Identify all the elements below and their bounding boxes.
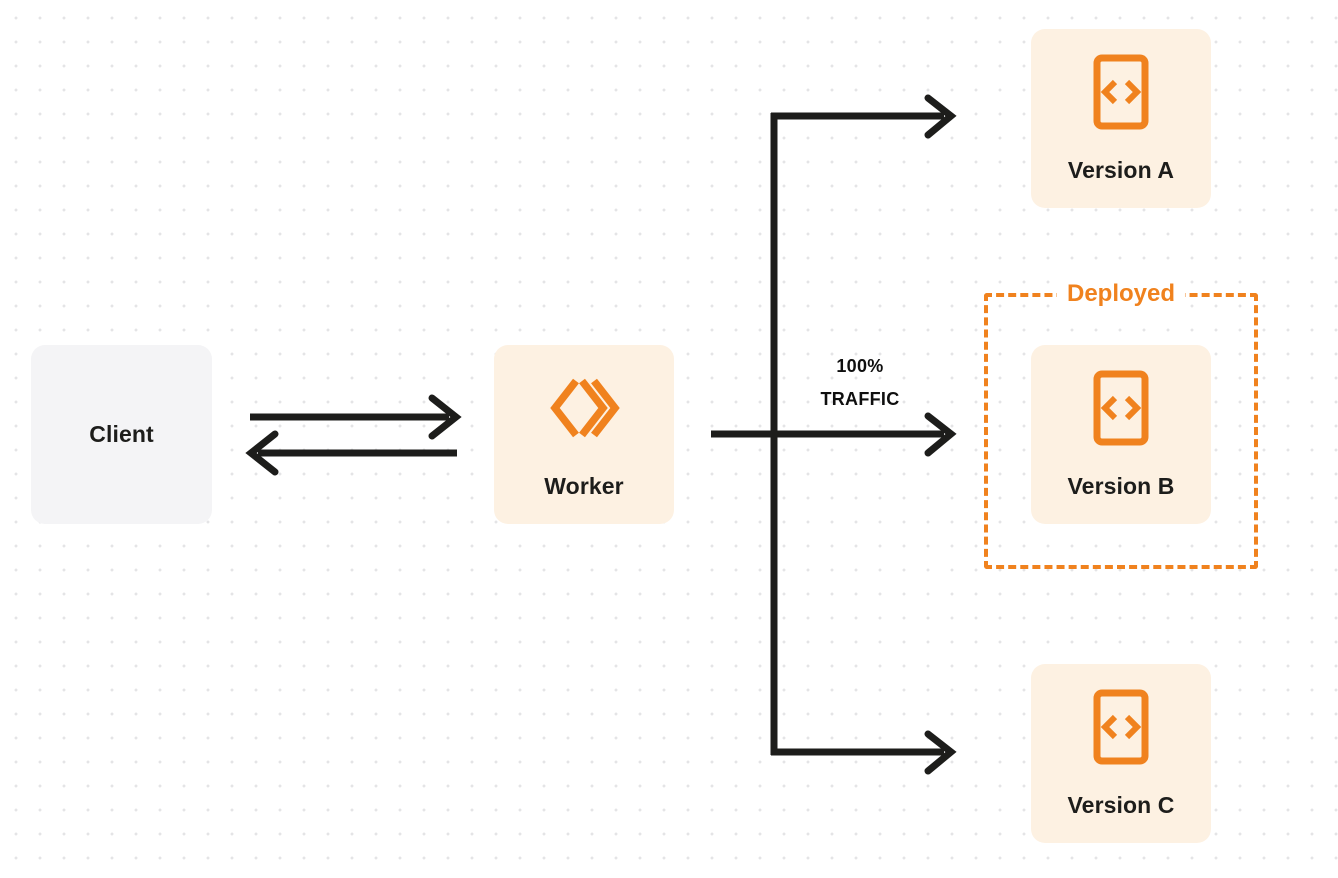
node-version-a-label: Version A	[1067, 156, 1175, 183]
request-arrow	[250, 394, 462, 440]
traffic-percent-value: 100%	[836, 356, 884, 376]
code-file-icon	[1091, 689, 1151, 770]
node-client-label: Client	[89, 421, 154, 447]
branch-arrow-version-a	[771, 94, 957, 139]
node-client[interactable]: Client	[31, 345, 212, 524]
traffic-percentage-label: 100% TRAFFIC	[790, 350, 930, 416]
code-file-icon	[1091, 54, 1151, 135]
cloudflare-workers-icon	[546, 370, 622, 451]
node-worker-label: Worker	[544, 472, 624, 499]
node-version-c-label: Version C	[1067, 791, 1175, 818]
group-deployed: Deployed	[984, 280, 1258, 569]
node-version-c[interactable]: Version C	[1031, 664, 1211, 843]
node-worker[interactable]: Worker	[494, 345, 674, 524]
response-arrow	[245, 430, 457, 476]
group-deployed-label: Deployed	[1056, 280, 1186, 308]
code-file-icon	[1091, 370, 1151, 451]
node-version-b-label: Version B	[1067, 472, 1175, 499]
traffic-word: TRAFFIC	[820, 389, 900, 409]
branch-arrow-version-c	[771, 730, 957, 775]
branch-arrow-version-b	[711, 412, 957, 457]
node-version-b[interactable]: Version B	[1031, 345, 1211, 524]
node-version-a[interactable]: Version A	[1031, 29, 1211, 208]
